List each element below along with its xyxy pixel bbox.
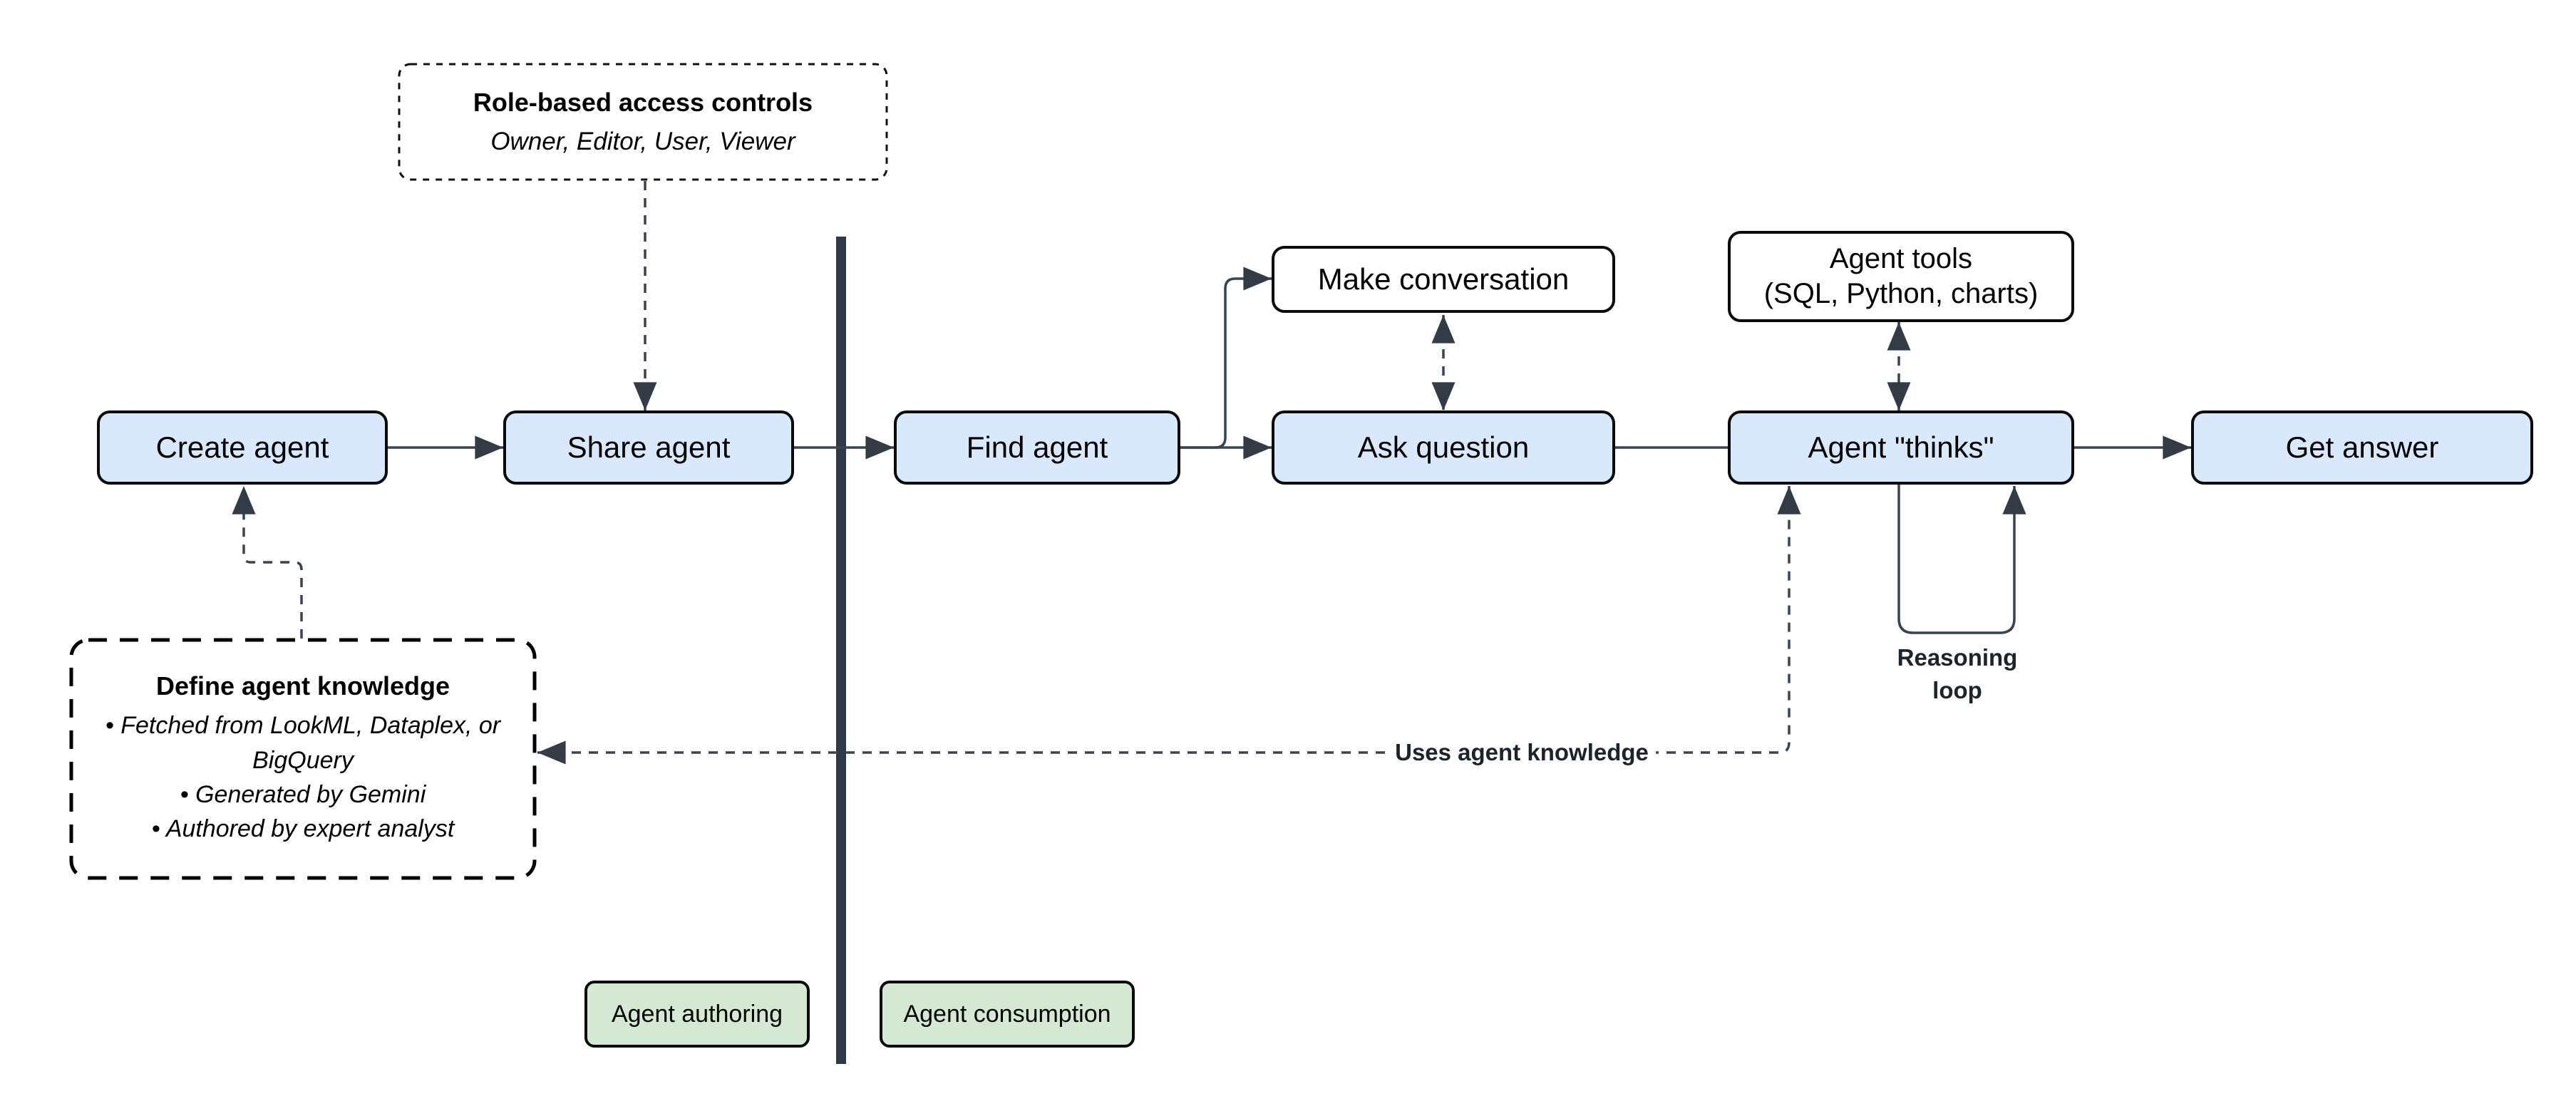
node-agent-tools: Agent tools (SQL, Python, charts): [1728, 231, 2074, 322]
arrow-knowledge-to-create: [232, 485, 303, 639]
node-create-agent: Create agent: [97, 410, 388, 485]
arrow-uses-agent-knowledge: [537, 485, 1801, 765]
node-label: Find agent: [966, 430, 1108, 465]
node-label-line1: Agent tools: [1829, 243, 1973, 275]
node-make-conversation: Make conversation: [1272, 246, 1615, 313]
rbac-callout-border: [398, 63, 888, 181]
node-label: Ask question: [1357, 430, 1530, 465]
arrow-find-to-make-conversation: [1180, 267, 1272, 449]
node-label: Share agent: [567, 430, 731, 465]
node-agent-thinks: Agent "thinks": [1728, 410, 2074, 485]
node-ask-question: Ask question: [1272, 410, 1615, 485]
badge-label: Agent consumption: [903, 1000, 1111, 1028]
node-label-line2: (SQL, Python, charts): [1763, 278, 2039, 309]
rbac-callout: Role-based access controls Owner, Editor…: [399, 64, 887, 180]
badge-label: Agent authoring: [611, 1000, 783, 1028]
node-find-agent: Find agent: [894, 410, 1180, 485]
reasoning-loop-label: Reasoning loop: [1897, 644, 2018, 704]
knowledge-title: Define agent knowledge: [155, 671, 450, 701]
node-label: Create agent: [155, 430, 329, 465]
rbac-roles: Owner, Editor, User, Viewer: [490, 128, 795, 155]
badge-agent-consumption: Agent consumption: [880, 981, 1135, 1048]
badge-agent-authoring: Agent authoring: [584, 981, 810, 1048]
knowledge-bullet: Authored by expert analyst: [152, 812, 454, 846]
node-label: Make conversation: [1317, 262, 1570, 296]
node-share-agent: Share agent: [503, 410, 794, 485]
reasoning-loop-connector: [1897, 485, 2026, 634]
node-label: Agent "thinks": [1808, 430, 1994, 465]
uses-agent-knowledge-label: Uses agent knowledge: [1388, 739, 1656, 766]
knowledge-callout: Define agent knowledge Fetched from Look…: [71, 640, 535, 878]
knowledge-bullet: Generated by Gemini: [180, 777, 426, 812]
rbac-title: Role-based access controls: [473, 88, 813, 117]
node-get-answer: Get answer: [2191, 410, 2533, 485]
knowledge-bullet: Fetched from LookML, Dataplex, or BigQue…: [89, 708, 517, 777]
node-label: Get answer: [2285, 430, 2439, 465]
